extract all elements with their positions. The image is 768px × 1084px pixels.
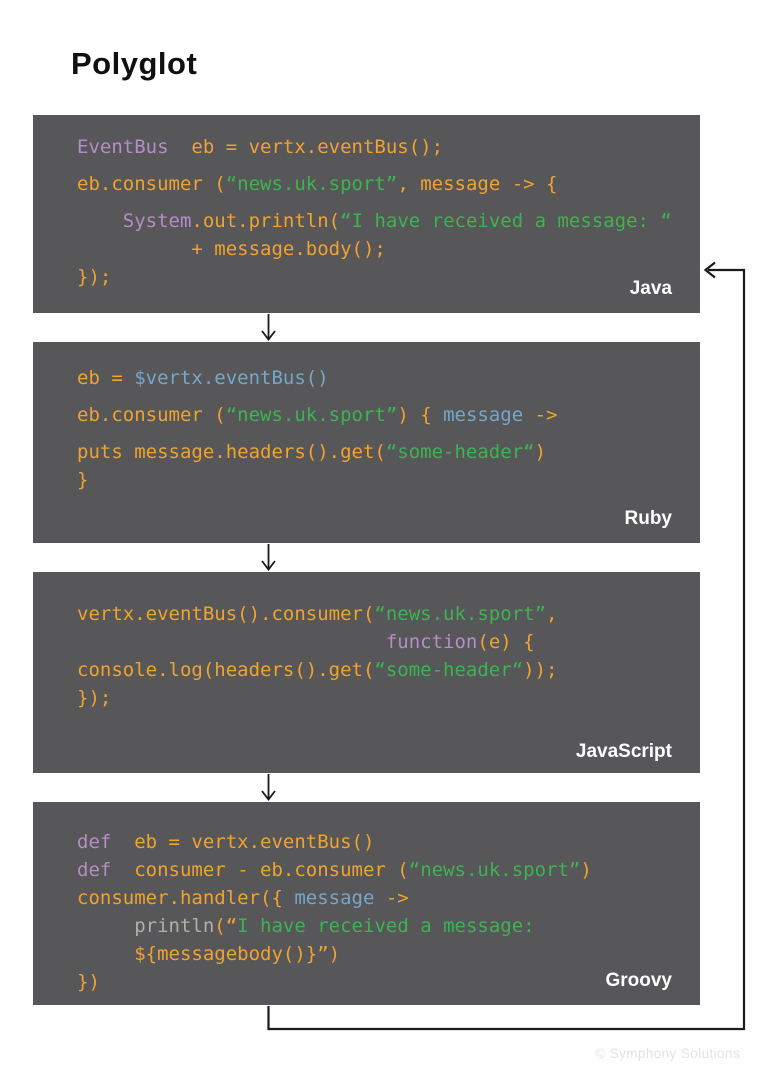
code-token: eb = vertx.eventBus();: [168, 136, 444, 158]
code-token: });: [77, 687, 112, 709]
code-token: ): [534, 441, 547, 463]
down-arrow-icon: [261, 314, 276, 341]
code-line: eb = $vertx.eventBus(): [77, 364, 694, 392]
code-line: ${messagebody()}”): [77, 940, 694, 968]
code-line: def eb = vertx.eventBus(): [77, 828, 694, 856]
code-token: [77, 631, 386, 653]
code-token: }): [77, 971, 100, 993]
code-line: console.log(headers().get(“some-header“)…: [77, 656, 694, 684]
code-token: “news.uk.sport”: [225, 404, 398, 426]
code-token: consumer.handler({: [77, 887, 295, 909]
code-line: }: [77, 466, 694, 494]
code-line: }): [77, 968, 694, 996]
code-token: consumer - eb.consumer (: [111, 859, 409, 881]
code-block-java: EventBus eb = vertx.eventBus(); eb.consum…: [33, 115, 700, 313]
code-token: (e) {: [477, 631, 535, 653]
code-token: }: [77, 469, 89, 491]
code-snippet-javascript: vertx.eventBus().consumer(“news.uk.sport…: [77, 600, 694, 712]
down-arrow-icon: [261, 544, 276, 571]
code-token: vertx.eventBus().consumer(: [77, 603, 375, 625]
code-token: });: [77, 266, 112, 288]
code-token: “I have received a message: “: [340, 210, 672, 232]
code-token: I have received a message:: [237, 915, 535, 937]
code-token: eb.consumer (: [77, 173, 226, 195]
code-line: def consumer - eb.consumer (“news.uk.spo…: [77, 856, 694, 884]
code-line: function(e) {: [77, 628, 694, 656]
code-token: [77, 210, 123, 232]
code-token: “news.uk.sport”: [374, 603, 547, 625]
code-token: def: [77, 831, 112, 853]
code-token: ,: [546, 603, 558, 625]
code-token: .out.println(: [191, 210, 341, 232]
code-snippet-java: EventBus eb = vertx.eventBus(); eb.consum…: [77, 133, 694, 291]
code-line: + message.body();: [77, 235, 694, 263]
code-line: });: [77, 263, 694, 291]
code-token: message: [443, 404, 524, 426]
code-token: , message -> {: [397, 173, 558, 195]
code-line: vertx.eventBus().consumer(“news.uk.sport…: [77, 600, 694, 628]
code-token: ${messagebody()}”): [77, 943, 341, 965]
code-token: puts message.headers().get(: [77, 441, 386, 463]
code-token: “some-header“: [385, 441, 535, 463]
code-token: message: [294, 887, 375, 909]
code-line: eb.consumer (“news.uk.sport”, message ->…: [77, 170, 694, 198]
code-token: console.log(headers().get(: [77, 659, 375, 681]
language-label-groovy: Groovy: [605, 970, 672, 991]
code-snippet-ruby: eb = $vertx.eventBus() eb.consumer (“news…: [77, 364, 694, 494]
code-token: “some-header“: [374, 659, 524, 681]
code-token: ->: [374, 887, 409, 909]
code-line: puts message.headers().get(“some-header“…: [77, 438, 694, 466]
code-token: eb =: [77, 367, 135, 389]
code-token: ) {: [397, 404, 444, 426]
code-token: eb.consumer (: [77, 404, 226, 426]
code-line: consumer.handler({ message ->: [77, 884, 694, 912]
code-block-javascript: vertx.eventBus().consumer(“news.uk.sport…: [33, 572, 700, 773]
code-snippet-groovy: def eb = vertx.eventBus()def consumer - …: [77, 828, 694, 996]
code-token: EventBus: [77, 136, 169, 158]
language-label-ruby: Ruby: [624, 508, 673, 529]
language-label-java: Java: [629, 278, 672, 299]
code-line: eb.consumer (“news.uk.sport”) { message …: [77, 401, 694, 429]
code-token: ));: [523, 659, 558, 681]
down-arrow-icon: [261, 774, 276, 801]
code-token: [77, 915, 134, 937]
code-block-groovy: def eb = vertx.eventBus()def consumer - …: [33, 802, 700, 1005]
code-line: });: [77, 684, 694, 712]
code-token: (“: [214, 915, 238, 937]
code-block-ruby: eb = $vertx.eventBus() eb.consumer (“news…: [33, 342, 700, 543]
code-token: eb = vertx.eventBus(): [111, 831, 375, 853]
code-token: ->: [523, 404, 558, 426]
code-line: println(“I have received a message:: [77, 912, 694, 940]
code-token: println: [134, 915, 215, 937]
code-token: ): [580, 859, 592, 881]
language-label-javascript: JavaScript: [575, 741, 672, 762]
code-line: EventBus eb = vertx.eventBus();: [77, 133, 694, 161]
page-title: Polyglot: [71, 46, 198, 81]
code-token: def: [77, 859, 112, 881]
code-token: $vertx.eventBus(): [134, 367, 329, 389]
code-token: function: [385, 631, 478, 653]
code-line: System.out.println(“I have received a me…: [77, 207, 694, 235]
code-token: “news.uk.sport”: [225, 173, 398, 195]
code-token: + message.body();: [77, 238, 386, 260]
code-token: “news.uk.sport”: [408, 859, 581, 881]
code-token: System: [122, 210, 192, 232]
copyright-text: © Symphony Solutions: [595, 1046, 740, 1061]
